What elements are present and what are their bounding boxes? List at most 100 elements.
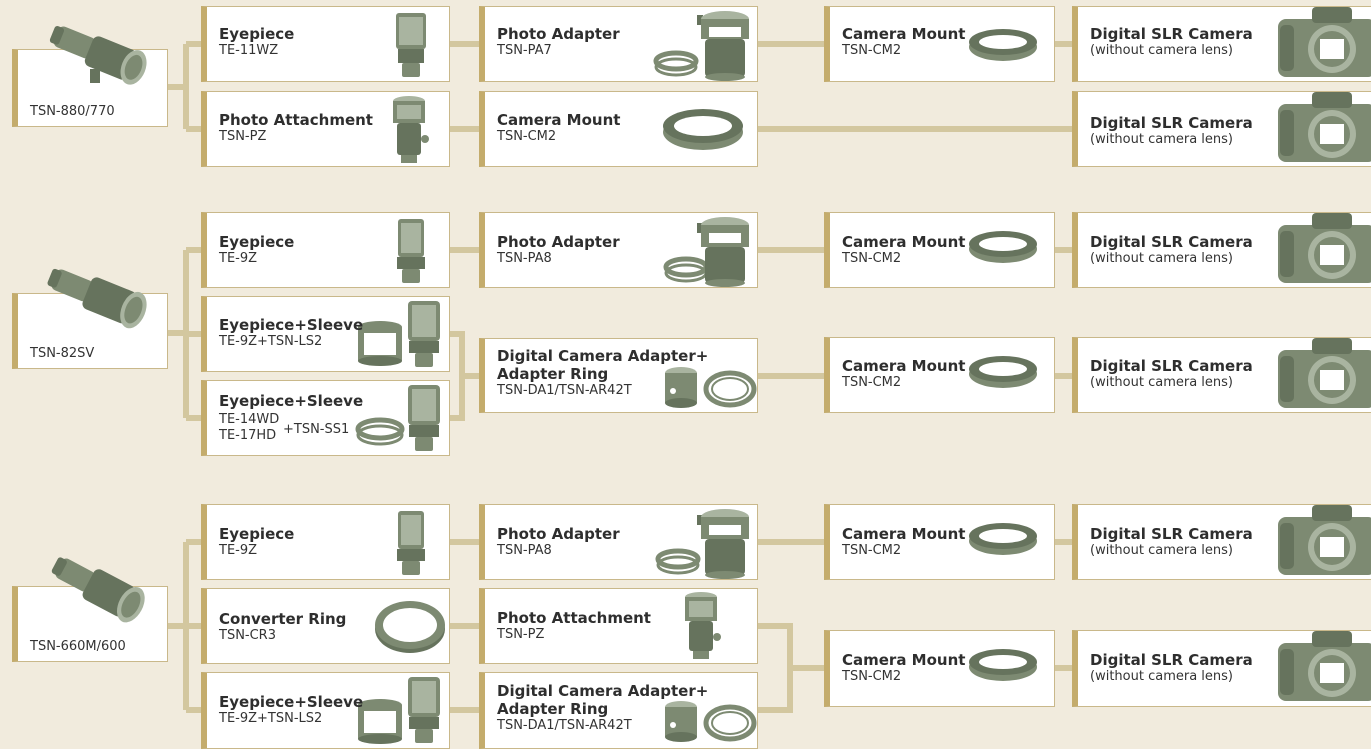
dslr-camera-icon <box>1276 501 1371 579</box>
eyepiece-icon <box>405 299 445 371</box>
scope-model: TSN-82SV <box>30 346 95 361</box>
dslr-title: Digital SLR Camera <box>1090 114 1253 132</box>
dslr-title: Digital SLR Camera <box>1090 25 1253 43</box>
scope-model: TSN-660M/600 <box>30 639 126 654</box>
eyepiece-title: Eyepiece <box>219 233 295 251</box>
dslr-note: (without camera lens) <box>1090 375 1233 390</box>
camera-mount-icon <box>968 647 1038 683</box>
converter-ring-code: TSN-CR3 <box>219 628 276 643</box>
camera-adapter-icon <box>663 365 699 409</box>
camera-mount-title: Camera Mount <box>842 233 966 251</box>
dca-title-line2: Adapter Ring <box>497 700 609 718</box>
camera-mount-code: TSN-CM2 <box>842 375 902 390</box>
eyepiece-code-b: TE-17HD <box>219 428 277 443</box>
photo-adapter-title: Photo Adapter <box>497 25 620 43</box>
photo-adapter-icon <box>697 215 751 287</box>
camera-mount-code: TSN-CM2 <box>842 43 902 58</box>
camera-mount-title: Camera Mount <box>842 25 966 43</box>
photo-attachment-icon <box>683 591 725 663</box>
sleeve-icon <box>357 699 403 745</box>
dslr-camera-icon <box>1276 209 1371 287</box>
camera-mount-code: TSN-CM2 <box>497 129 557 144</box>
dslr-camera-icon <box>1276 334 1371 412</box>
dslr-note: (without camera lens) <box>1090 43 1233 58</box>
dslr-camera-icon <box>1276 88 1371 166</box>
eyepiece-icon <box>393 217 429 287</box>
photo-adapter-title: Photo Adapter <box>497 525 620 543</box>
adapter-ring-icon <box>703 703 757 743</box>
ring-icon <box>653 49 699 79</box>
camera-mount-icon <box>968 27 1038 63</box>
eyepiece-code: TE-9Z <box>219 543 258 558</box>
eyepiece-icon <box>405 675 445 747</box>
dslr-camera-box: Digital SLR Camera(without camera lens) <box>1072 337 1371 413</box>
eyepiece-sleeve-title: Eyepiece+Sleeve <box>219 392 364 410</box>
camera-mount-code: TSN-CM2 <box>842 669 902 684</box>
dslr-title: Digital SLR Camera <box>1090 357 1253 375</box>
dca-code: TSN-DA1/TSN-AR42T <box>497 383 632 398</box>
camera-mount-title: Camera Mount <box>497 111 621 129</box>
dslr-title: Digital SLR Camera <box>1090 233 1253 251</box>
converter-ring-title: Converter Ring <box>219 610 347 628</box>
photo-adapter-code: TSN-PA8 <box>497 543 552 558</box>
camera-mount-icon <box>968 521 1038 557</box>
photo-adapter-icon <box>697 507 751 579</box>
dslr-camera-box: Digital SLR Camera(without camera lens) <box>1072 212 1371 288</box>
spotting-scope-icon <box>40 266 160 338</box>
photo-attachment-title: Photo Attachment <box>497 609 651 627</box>
scope-model: TSN-880/770 <box>30 104 115 119</box>
spotting-scope-icon <box>42 557 160 631</box>
digital-camera-adapter-box: Digital Camera Adapter+ Adapter Ring TSN… <box>479 338 758 413</box>
dslr-camera-box: Digital SLR Camera(without camera lens) <box>1072 630 1371 707</box>
eyepiece-code: TE-9Z <box>219 251 258 266</box>
sleeve-code: +TSN-SS1 <box>283 422 350 437</box>
dslr-note: (without camera lens) <box>1090 669 1233 684</box>
photo-attachment-title: Photo Attachment <box>219 111 373 129</box>
spotting-scope-icon <box>42 25 160 95</box>
dca-code: TSN-DA1/TSN-AR42T <box>497 718 632 733</box>
camera-mount-title: Camera Mount <box>842 357 966 375</box>
ring-icon <box>655 547 701 577</box>
eyepiece-icon <box>405 383 445 455</box>
photo-adapter-icon <box>697 9 751 81</box>
photo-attachment-icon <box>391 95 433 165</box>
camera-mount-icon <box>968 354 1038 390</box>
ring-icon <box>355 415 405 449</box>
dslr-camera-icon <box>1276 627 1371 705</box>
dslr-title: Digital SLR Camera <box>1090 525 1253 543</box>
camera-mount-title: Camera Mount <box>842 651 966 669</box>
dslr-camera-box: Digital SLR Camera(without camera lens) <box>1072 504 1371 580</box>
converter-ring-icon <box>373 597 447 655</box>
sleeve-icon <box>357 321 403 367</box>
dca-title-line1: Digital Camera Adapter+ <box>497 347 709 365</box>
camera-mount-icon <box>968 229 1038 265</box>
dslr-note: (without camera lens) <box>1090 132 1233 147</box>
photo-adapter-title: Photo Adapter <box>497 233 620 251</box>
camera-adapter-icon <box>663 699 699 743</box>
eyepiece-sleeve-code: TE-9Z+TSN-LS2 <box>219 711 323 726</box>
scope-tsn-82sv-box: TSN-82SV <box>12 268 168 369</box>
dslr-camera-box: Digital SLR Camera(without camera lens) <box>1072 91 1371 167</box>
camera-mount-code: TSN-CM2 <box>842 251 902 266</box>
eyepiece-title: Eyepiece <box>219 525 295 543</box>
eyepiece-sleeve-box: Eyepiece+Sleeve TE-14WD TE-17HD +TSN-SS1 <box>201 380 450 456</box>
photo-adapter-code: TSN-PA8 <box>497 251 552 266</box>
photo-attachment-code: TSN-PZ <box>219 129 267 144</box>
camera-mount-icon <box>661 106 745 152</box>
adapter-ring-icon <box>703 369 757 409</box>
dslr-title: Digital SLR Camera <box>1090 651 1253 669</box>
photo-attachment-code: TSN-PZ <box>497 627 545 642</box>
